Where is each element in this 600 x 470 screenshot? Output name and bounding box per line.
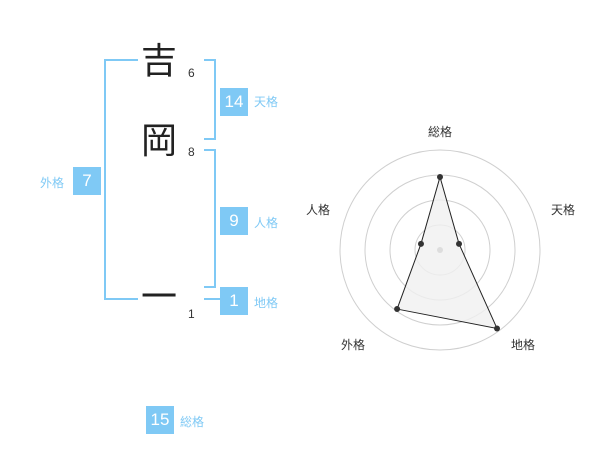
radar-point-4 — [394, 306, 401, 313]
radar-point-5 — [417, 240, 424, 247]
jinkaku-label: 人格 — [254, 216, 279, 230]
jinkaku-bracket — [204, 149, 216, 288]
tenkaku-bracket — [204, 59, 216, 140]
jinkaku-badge: 9 — [220, 207, 248, 235]
radar-ring — [339, 149, 541, 351]
radar-axis-label-jinkaku: 人格 — [306, 203, 331, 217]
radar-point-1 — [437, 174, 443, 180]
tenkaku-label: 天格 — [254, 95, 279, 109]
tenkaku-badge: 14 — [220, 88, 248, 116]
soukaku-label: 総格 — [180, 415, 205, 429]
radar-axis-label-gaikaku: 外格 — [341, 338, 366, 352]
chikaku-badge: 1 — [220, 287, 248, 315]
chikaku-connector — [204, 298, 220, 300]
radar-point-2 — [456, 240, 463, 247]
radar-axis-label-soukaku: 総格 — [428, 125, 453, 139]
chikaku-label: 地格 — [254, 296, 279, 310]
radar-point-3 — [494, 325, 501, 332]
gaikaku-label: 外格 — [40, 176, 65, 190]
gaikaku-badge: 7 — [73, 167, 101, 195]
char-3: 一 — [141, 277, 178, 318]
radar-axis-label-tenkaku: 天格 — [551, 203, 576, 217]
gaikaku-bracket — [104, 59, 138, 300]
char-1-strokes: 6 — [188, 66, 195, 80]
char-2: 岡 — [141, 121, 178, 162]
radar-series-polygon — [396, 175, 498, 330]
soukaku-badge: 15 — [146, 406, 174, 434]
char-3-strokes: 1 — [188, 307, 195, 321]
radar-axis-label-chikaku: 地格 — [511, 338, 536, 352]
radar-center — [437, 247, 443, 253]
char-1: 吉 — [141, 41, 178, 82]
char-2-strokes: 8 — [188, 145, 195, 159]
